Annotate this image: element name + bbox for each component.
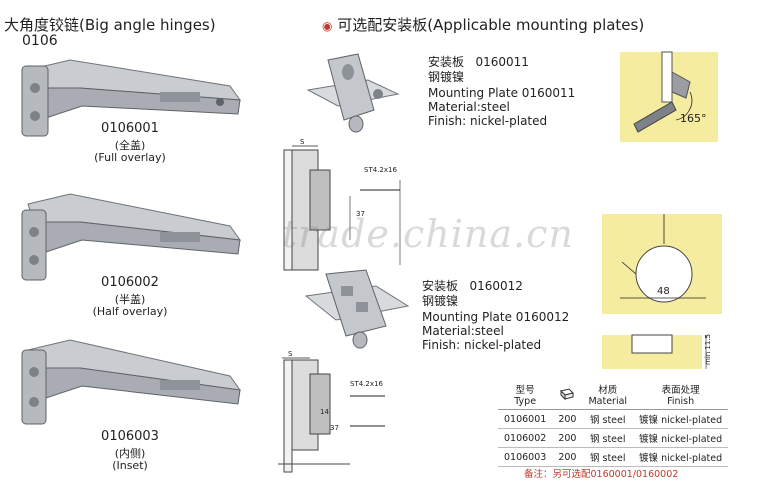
left-title: 大角度铰链(Big angle hinges): [4, 14, 216, 35]
header-type-cn: 型号: [515, 385, 535, 396]
cell-finish: 镀镍 nickel-plated: [639, 453, 723, 464]
hinge-code: 0106002: [101, 275, 159, 290]
table-row: 0106002 200 钢 steel 镀镍 nickel-plated: [498, 429, 729, 448]
plate-diagram-2: S ST4.2x16 14 37: [278, 350, 385, 473]
plate-title: 安装板 0160011: [428, 53, 529, 70]
dim-s: S: [288, 350, 293, 358]
right-title-cn: 可选配安装板: [337, 16, 428, 34]
header-type-en: Type: [514, 396, 537, 407]
header-box: [552, 380, 582, 410]
plate-title: 安装板 0160012: [422, 277, 523, 294]
hinge-code: 0106001: [101, 121, 159, 136]
cell-qty: 200: [558, 432, 577, 444]
cell-qty: 200: [558, 451, 577, 463]
plate-finish-cn: 钢镀镍: [422, 294, 459, 308]
cell-material: 钢 steel: [589, 415, 626, 426]
hinge-image-inset: [21, 339, 242, 425]
header-type: 型号 Type: [498, 380, 552, 410]
plate-material: Material:steel: [428, 100, 510, 114]
plate-diagram-1: S ST4.2x16 37: [283, 138, 401, 271]
cup-hole-diagram: 48: [602, 214, 722, 314]
mounting-plate-image-1: [306, 53, 400, 133]
mounting-plate-image-2: [304, 269, 410, 349]
hinge-label-cn: (全盖): [114, 139, 146, 152]
plate-code: 0160012: [469, 279, 523, 293]
cell-qty: 200: [558, 413, 577, 425]
left-title-cn: 大角度铰链: [4, 16, 80, 34]
dim-14: 14: [320, 408, 329, 416]
plate-material: Material:steel: [422, 324, 504, 338]
dim-screw: ST4.2x16: [364, 166, 397, 174]
table-row: 0106001 200 钢 steel 镀镍 nickel-plated: [498, 410, 729, 429]
table-note: 备注：另可选配0160001/0160002: [524, 469, 679, 480]
plate-name-en: Mounting Plate 0160011: [428, 86, 576, 100]
cell-finish: 镀镍 nickel-plated: [639, 434, 723, 445]
cell-type: 0106001: [504, 413, 547, 425]
cell-type: 0106002: [504, 432, 547, 444]
depth-label: min 11.5: [704, 334, 712, 365]
cell-finish: 镀镍 nickel-plated: [639, 415, 723, 426]
left-title-en: (Big angle hinges): [79, 16, 216, 34]
dim-37: 37: [330, 424, 339, 432]
header-finish: 表面处理 Finish: [633, 380, 728, 410]
right-title-en: (Applicable mounting plates): [427, 16, 645, 34]
hinge-label-cn: (内侧): [114, 447, 146, 460]
series-code: 0106: [22, 33, 58, 49]
plate-title-cn: 安装板: [428, 55, 465, 69]
plate-finish: Finish: nickel-plated: [428, 114, 548, 128]
opening-angle-diagram: 165°: [620, 51, 718, 142]
cell-material: 钢 steel: [589, 434, 626, 445]
bullet-icon: ◉: [322, 19, 333, 33]
header-material-en: Material: [588, 396, 628, 407]
hinge-label-cn: (半盖): [114, 293, 146, 306]
plate-code: 0160011: [475, 55, 529, 69]
right-title: ◉ 可选配安装板(Applicable mounting plates): [322, 14, 644, 35]
box-icon: [560, 388, 575, 401]
hinge-image-full-overlay: [21, 59, 242, 137]
table-row: 0106003 200 钢 steel 镀镍 nickel-plated: [498, 448, 729, 467]
watermark: trade.china.cn: [282, 212, 574, 256]
dim-screw: ST4.2x16: [350, 380, 383, 388]
header-finish-cn: 表面处理: [661, 385, 700, 396]
width-label: 48: [657, 286, 670, 297]
hinge-label-en: (Inset): [112, 459, 148, 472]
hinge-label-en: (Full overlay): [94, 151, 166, 164]
cup-depth-diagram: min 11.5: [602, 334, 712, 369]
angle-label: 165°: [680, 112, 707, 125]
header-finish-en: Finish: [667, 396, 695, 407]
cell-material: 钢 steel: [589, 453, 626, 464]
plate-name-en: Mounting Plate 0160012: [422, 310, 570, 324]
hinge-code: 0106003: [101, 429, 159, 444]
spec-table: 型号 Type 材质 Material 表面处理 Finish 0106001: [498, 380, 729, 467]
header-material: 材质 Material: [582, 380, 633, 410]
hinge-label-en: (Half overlay): [92, 305, 168, 318]
plate-title-cn: 安装板: [422, 279, 459, 293]
dim-s: S: [300, 138, 305, 146]
plate-finish: Finish: nickel-plated: [422, 338, 542, 352]
dim-37: 37: [356, 210, 365, 218]
plate-finish-cn: 钢镀镍: [428, 70, 465, 84]
cell-type: 0106003: [504, 451, 547, 463]
hinge-image-half-overlay: [21, 193, 242, 281]
header-material-cn: 材质: [598, 385, 618, 396]
